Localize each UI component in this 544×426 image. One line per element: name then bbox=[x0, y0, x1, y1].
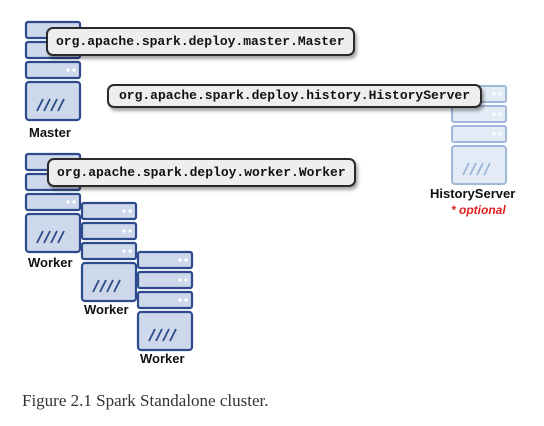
master-label: Master bbox=[29, 125, 71, 140]
worker-2-server-icon bbox=[80, 201, 138, 303]
optional-note: * optional bbox=[451, 203, 506, 217]
worker-3-server-icon bbox=[136, 250, 194, 352]
history-server-label: HistoryServer bbox=[430, 186, 516, 201]
history-class-callout: org.apache.spark.deploy.history.HistoryS… bbox=[107, 84, 482, 108]
master-class-callout: org.apache.spark.deploy.master.Master bbox=[46, 27, 355, 56]
worker-2-label: Worker bbox=[84, 302, 129, 317]
figure-caption: Figure 2.1 Spark Standalone cluster. bbox=[22, 391, 269, 410]
worker-1-label: Worker bbox=[28, 255, 73, 270]
worker-class-callout: org.apache.spark.deploy.worker.Worker bbox=[47, 158, 356, 187]
worker-3-label: Worker bbox=[140, 351, 185, 366]
